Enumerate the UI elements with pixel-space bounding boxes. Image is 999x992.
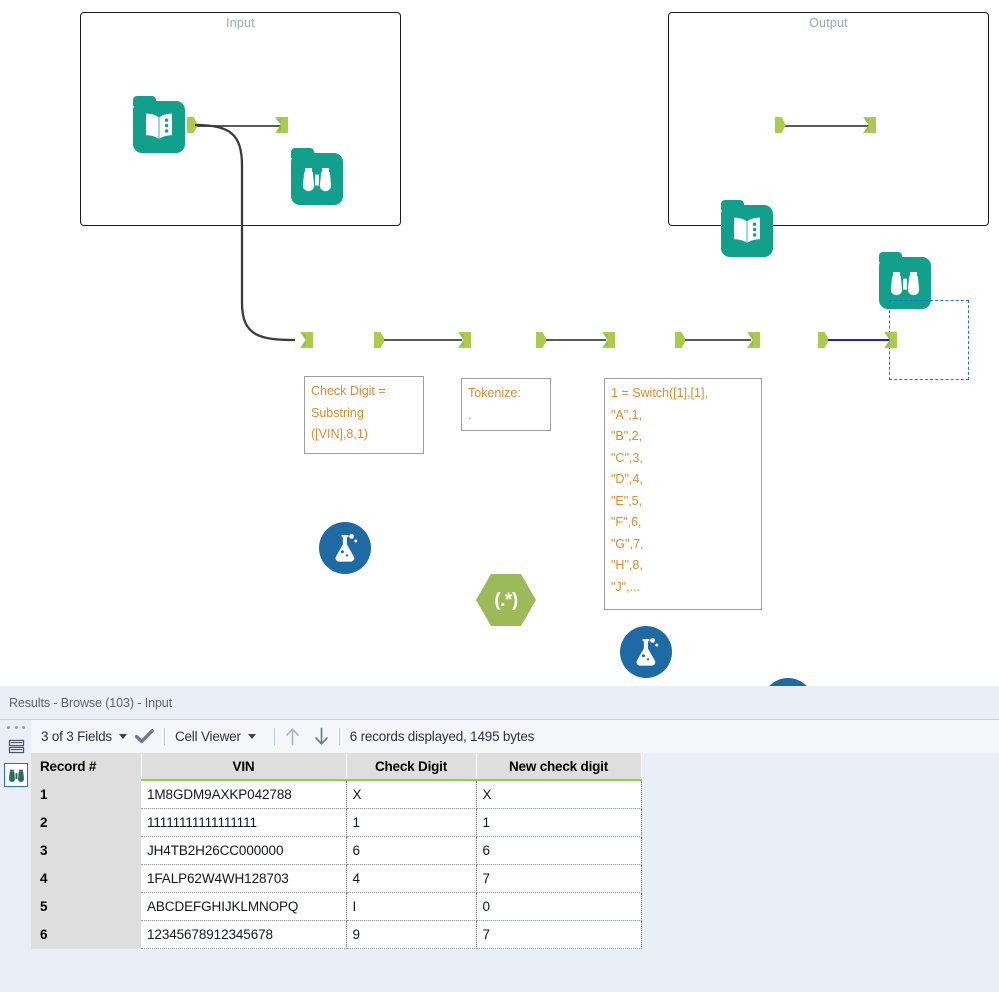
more-dots-icon[interactable]: [7, 724, 25, 731]
table-row[interactable]: 4 1FALP62W4WH128703 4 7: [31, 864, 642, 893]
records-status-label: 6 records displayed, 1495 bytes: [349, 729, 535, 744]
results-side-rail: [0, 720, 31, 992]
cell-record: 6: [31, 920, 141, 949]
regex-tool[interactable]: (.*): [476, 574, 536, 626]
wire-formula1-to-regex: [384, 339, 462, 342]
fields-selector-label[interactable]: 3 of 3 Fields: [41, 729, 112, 744]
workflow-canvas[interactable]: Input Output: [0, 0, 999, 686]
cell-record: 3: [31, 836, 141, 865]
cell-check-digit[interactable]: X: [346, 780, 477, 809]
output-anchor-text-input[interactable]: [187, 117, 198, 133]
output-anchor-formula-1[interactable]: [374, 332, 385, 348]
cell-check-digit[interactable]: 1: [346, 808, 477, 837]
table-row[interactable]: 2 11111111111111111 1 1: [31, 808, 642, 837]
browse-view-button[interactable]: [4, 763, 28, 787]
results-panel: Results - Browse (103) - Input: [0, 686, 999, 992]
output-anchor-summarize[interactable]: [818, 332, 829, 348]
cell-vin[interactable]: ABCDEFGHIJKLMNOPQ: [141, 892, 347, 921]
table-header-row: Record # VIN Check Digit New check digit: [31, 753, 642, 781]
cell-vin[interactable]: 1FALP62W4WH128703: [141, 864, 347, 893]
checkmark-icon[interactable]: [134, 729, 154, 744]
formula-tool-2[interactable]: [620, 626, 672, 678]
arrow-up-icon[interactable]: [285, 727, 300, 746]
cell-check-digit[interactable]: I: [346, 892, 477, 921]
cell-check-digit[interactable]: 6: [346, 836, 477, 865]
cell-new-check-digit[interactable]: 7: [476, 920, 642, 949]
cell-new-check-digit[interactable]: 7: [476, 864, 642, 893]
wire-summarize-to-browse: [828, 339, 890, 342]
table-row[interactable]: 1 1M8GDM9AXKP042788 X X: [31, 780, 642, 809]
tool-container-output[interactable]: Output: [668, 12, 989, 226]
annotation-regex[interactable]: Tokenize: .: [461, 378, 551, 431]
cell-record: 4: [31, 864, 141, 893]
table-row[interactable]: 6 12345678912345678 9 7: [31, 920, 642, 949]
results-toolbar: 3 of 3 Fields Cell Viewer: [31, 720, 999, 753]
flask-icon: [636, 638, 659, 666]
column-header-vin[interactable]: VIN: [141, 753, 347, 781]
browse-tool-input[interactable]: [291, 148, 343, 205]
view-mode-label[interactable]: Cell Viewer: [174, 729, 241, 744]
summarize-tool[interactable]: [762, 678, 814, 686]
binoculars-icon: [8, 769, 24, 782]
cell-check-digit[interactable]: 9: [346, 920, 477, 949]
flask-icon: [335, 534, 358, 562]
cell-record: 2: [31, 808, 141, 837]
table-row[interactable]: 3 JH4TB2H26CC000000 6 6: [31, 836, 642, 865]
text-input-tool[interactable]: [133, 96, 185, 153]
regex-icon: (.*): [494, 589, 518, 611]
formula-tool-1[interactable]: [319, 522, 371, 574]
column-header-record[interactable]: Record #: [31, 753, 142, 781]
cell-new-check-digit[interactable]: X: [476, 780, 642, 809]
results-table: Record # VIN Check Digit New check digit…: [31, 753, 642, 949]
column-header-new-check-digit[interactable]: New check digit: [476, 753, 642, 781]
table-view-button[interactable]: [4, 734, 28, 758]
wire-regex-to-formula2: [546, 339, 606, 342]
text-input-tool-output[interactable]: [721, 200, 773, 257]
wire-input-to-browse: [196, 125, 282, 128]
toolbar-divider-2: [273, 728, 275, 745]
toolbar-divider-1: [163, 728, 165, 745]
toolbar-divider-3: [338, 728, 340, 745]
cell-vin[interactable]: JH4TB2H26CC000000: [141, 836, 347, 865]
cell-vin[interactable]: 11111111111111111: [141, 808, 347, 837]
selection-frame-browse: [889, 300, 969, 380]
output-anchor-text-input-output[interactable]: [775, 117, 786, 133]
cell-vin[interactable]: 1M8GDM9AXKP042788: [141, 780, 347, 809]
results-grid[interactable]: Record # VIN Check Digit New check digit…: [31, 753, 999, 992]
cell-record: 1: [31, 780, 141, 809]
binoculars-icon: [302, 168, 332, 192]
output-anchor-regex[interactable]: [536, 332, 547, 348]
column-header-check-digit[interactable]: Check Digit: [346, 753, 477, 781]
cell-new-check-digit[interactable]: 0: [476, 892, 642, 921]
cell-new-check-digit[interactable]: 1: [476, 808, 642, 837]
cell-check-digit[interactable]: 4: [346, 864, 477, 893]
cell-record: 5: [31, 892, 141, 921]
container-label-input: Input: [226, 16, 255, 30]
wire-formula2-to-summarize: [685, 339, 751, 342]
arrow-down-icon[interactable]: [314, 727, 329, 746]
binoculars-icon: [890, 272, 920, 296]
results-title-divider: [0, 719, 999, 720]
table-row[interactable]: 5 ABCDEFGHIJKLMNOPQ I 0: [31, 892, 642, 921]
chevron-down-icon-view[interactable]: [247, 734, 256, 739]
results-panel-title: Results - Browse (103) - Input: [0, 686, 999, 719]
annotation-formula-2[interactable]: 1 = Switch([1],[1], "A",1, "B",2, "C",3,…: [604, 378, 762, 610]
book-icon: [146, 113, 172, 139]
wire-input-to-formula: [194, 123, 296, 342]
tool-container-input[interactable]: Input: [80, 12, 401, 226]
cell-new-check-digit[interactable]: 6: [476, 836, 642, 865]
table-icon: [8, 739, 24, 753]
container-label-output: Output: [809, 16, 848, 30]
cell-vin[interactable]: 12345678912345678: [141, 920, 347, 949]
chevron-down-icon-fields[interactable]: [118, 734, 127, 739]
wire-output-textinput-to-browse: [784, 125, 870, 128]
output-anchor-formula-2[interactable]: [675, 332, 686, 348]
book-icon: [734, 217, 760, 243]
annotation-formula-1[interactable]: Check Digit = Substring ([VIN],8,1): [304, 376, 424, 454]
